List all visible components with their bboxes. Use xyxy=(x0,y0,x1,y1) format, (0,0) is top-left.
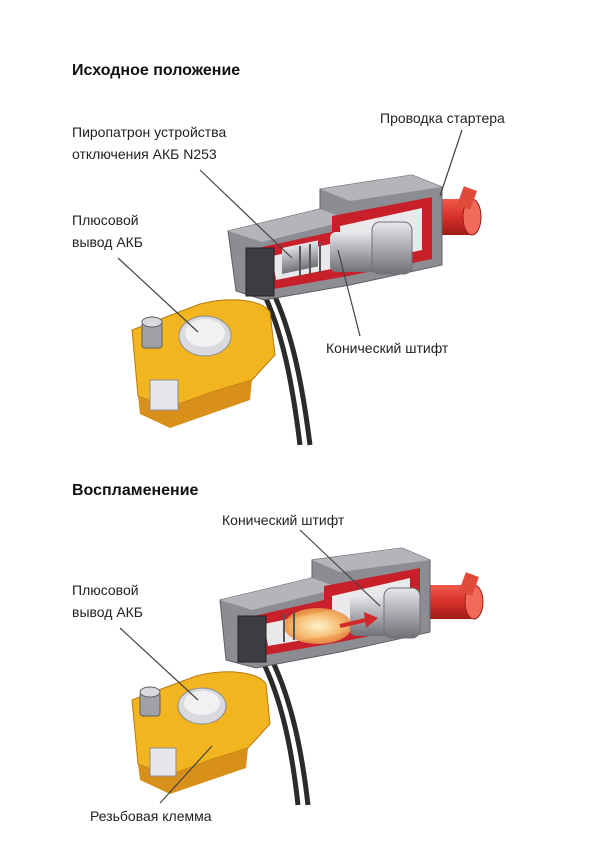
pyro-cartridge-label-line2: отключения АКБ N253 xyxy=(72,144,217,165)
bottom-plus-terminal-label-line1: Плюсовой xyxy=(72,580,139,601)
leader-starter xyxy=(440,130,462,196)
bottom-battery-terminal xyxy=(132,672,270,794)
top-battery-terminal xyxy=(132,300,275,428)
bottom-detonator-block xyxy=(238,616,266,662)
top-conical-pin-label: Конический штифт xyxy=(326,338,448,359)
bottom-conical-pin-label: Конический штифт xyxy=(222,510,344,531)
top-detonator-block xyxy=(246,248,274,296)
top-plus-terminal-label-line1: Плюсовой xyxy=(72,210,139,231)
top-assembly xyxy=(132,175,481,445)
bottom-panel-title: Воспламенение xyxy=(72,482,198,500)
bottom-plus-terminal-label-line2: вывод АКБ xyxy=(72,602,143,623)
bottom-assembly xyxy=(132,548,483,805)
top-battery-wire-2 xyxy=(272,290,310,445)
threaded-clamp-label: Резьбовая клемма xyxy=(90,806,212,827)
pyro-cartridge-label-line1: Пиропатрон устройства xyxy=(72,122,226,143)
top-plus-terminal-label-line2: вывод АКБ xyxy=(72,232,143,253)
starter-wiring-label: Проводка стартера xyxy=(380,108,505,129)
top-panel-title: Исходное положение xyxy=(72,62,240,80)
bottom-battery-wire-2 xyxy=(272,660,308,805)
